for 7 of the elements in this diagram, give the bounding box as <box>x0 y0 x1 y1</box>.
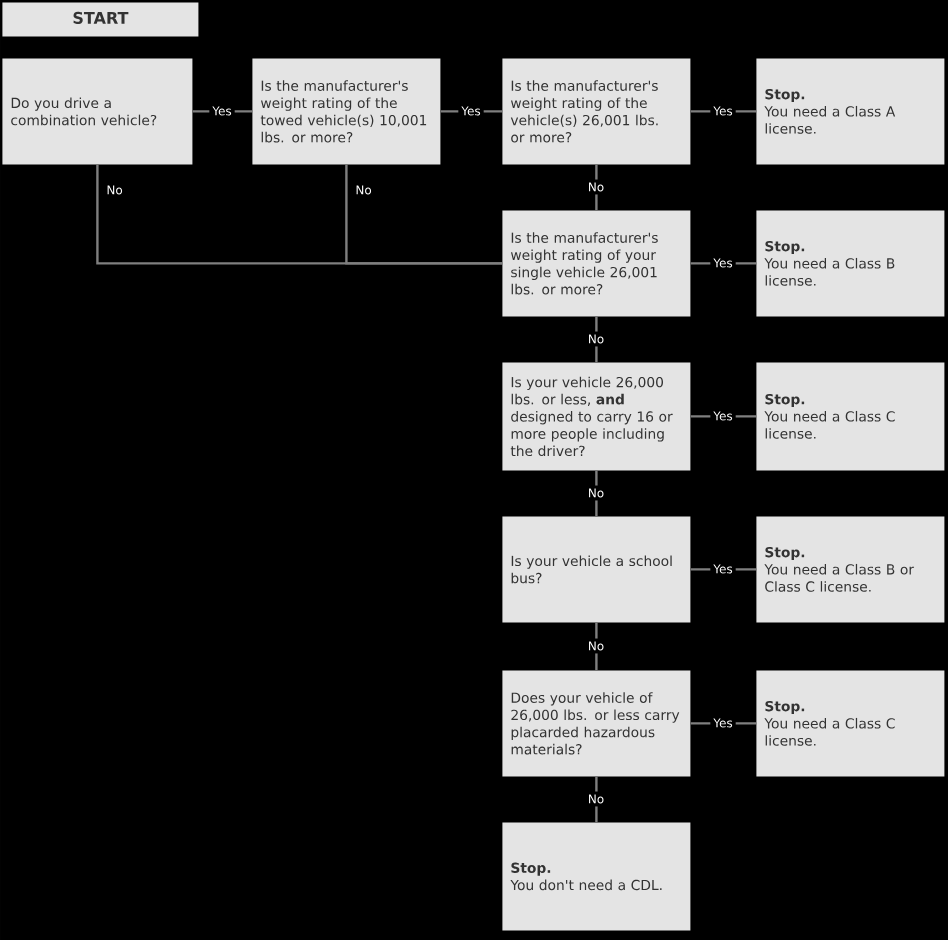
connector <box>595 776 598 822</box>
connector <box>345 164 502 265</box>
start-box: START <box>2 2 199 37</box>
connector <box>595 164 598 210</box>
connector <box>595 470 598 516</box>
connector <box>595 316 598 362</box>
connector <box>595 622 598 670</box>
